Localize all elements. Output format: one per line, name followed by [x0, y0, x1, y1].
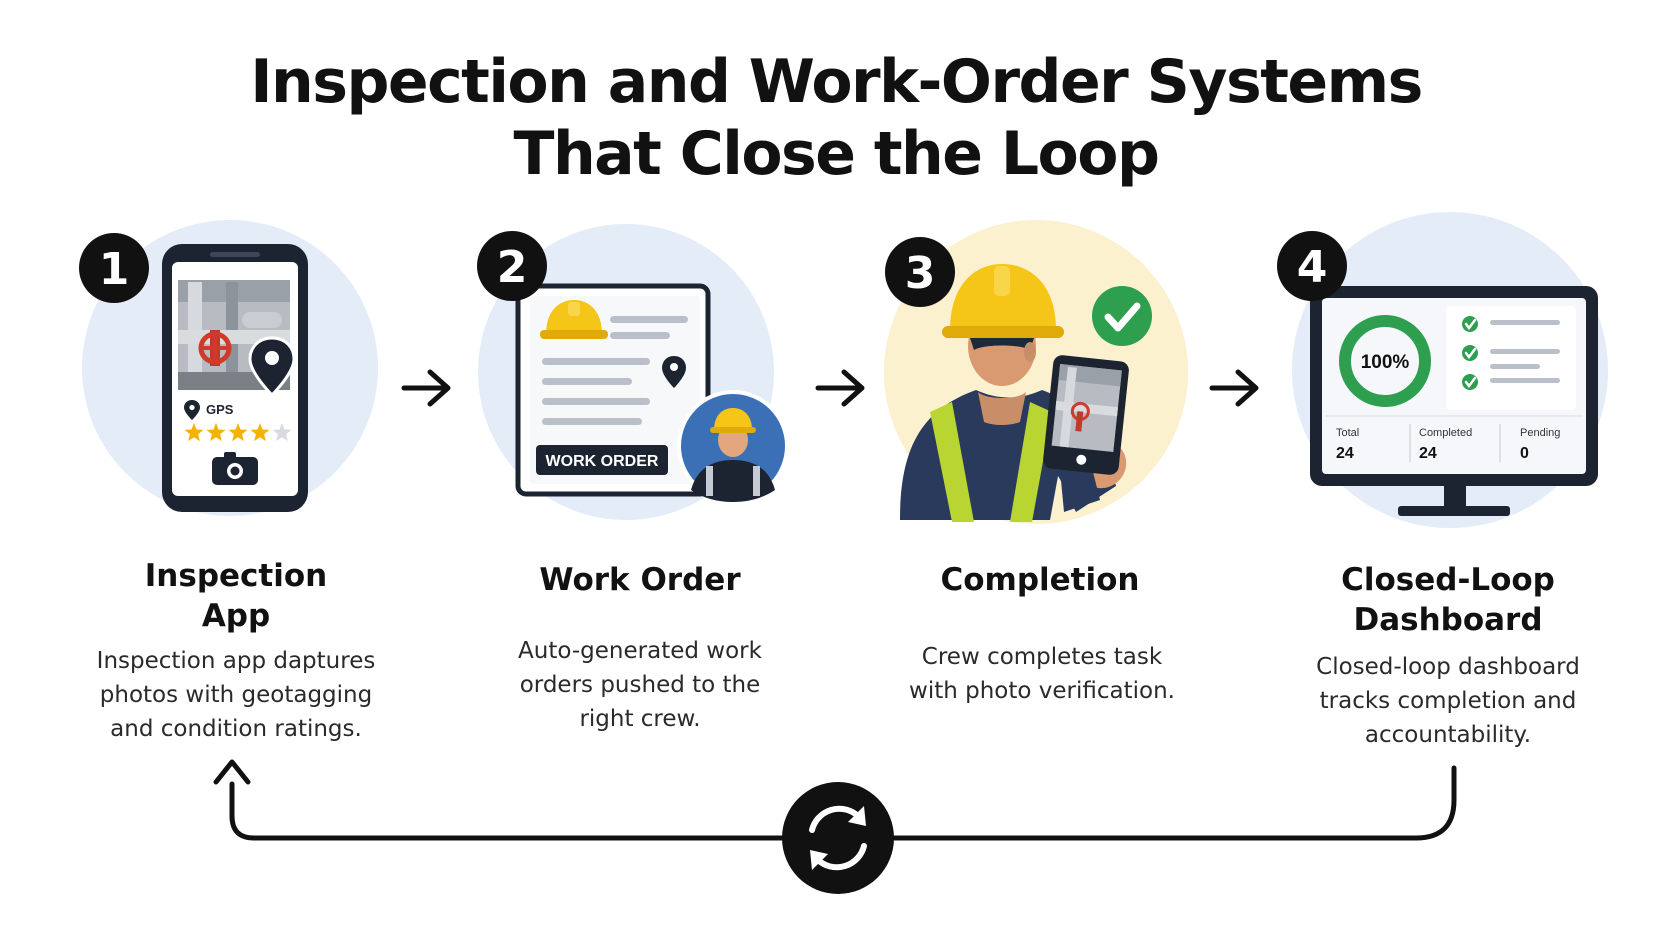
step-3-number: 3	[905, 248, 936, 299]
step-1-description: Inspection app daptures photos with geot…	[96, 648, 376, 742]
gps-label: GPS	[206, 402, 234, 417]
gps-pin-icon	[184, 400, 200, 420]
page-title: Inspection and Work-Order Systems That C…	[0, 46, 1672, 190]
step-1-illustration: GPS 1	[79, 220, 378, 516]
work-order-badge	[536, 445, 668, 475]
stat-completed-label: Completed	[1419, 427, 1472, 439]
hardhat-icon	[540, 300, 608, 339]
stats-row: Total 24 Completed 24 Pending 0	[1325, 415, 1583, 462]
progress-label: 100%	[1361, 352, 1410, 373]
step-4-number: 4	[1297, 242, 1328, 293]
arrow-right-icon	[1209, 369, 1259, 407]
camera-icon	[212, 452, 258, 485]
stat-completed-value: 24	[1419, 445, 1437, 462]
step-2-number-badge	[477, 231, 547, 301]
refresh-icon	[782, 782, 894, 894]
step-1-number-badge	[79, 233, 149, 303]
map-pin-icon	[662, 356, 686, 388]
step-4-title: Closed-Loop Dashboard	[1341, 562, 1555, 638]
stat-pending-label: Pending	[1520, 427, 1560, 439]
condition-rating	[184, 423, 292, 442]
step-2-number: 2	[497, 242, 528, 293]
loop-path	[213, 759, 1457, 841]
checklist	[1446, 306, 1576, 410]
document-icon	[515, 283, 711, 497]
step-2-illustration: WORK ORDER 2	[477, 224, 789, 520]
donut-chart: 100%	[1339, 315, 1431, 407]
star-icon	[250, 423, 270, 442]
step-4-description: Closed-loop dashboard tracks completion …	[1316, 654, 1580, 748]
stat-total-label: Total	[1336, 427, 1359, 439]
star-icon	[206, 423, 226, 442]
step-3-number-badge	[885, 237, 955, 307]
star-icon	[184, 423, 204, 442]
step-2-title: Work Order	[539, 562, 741, 598]
star-icon	[272, 423, 292, 442]
work-order-badge-label: WORK ORDER	[546, 453, 659, 470]
check-icon	[1092, 286, 1152, 346]
step-3-title: Completion	[940, 562, 1140, 598]
stat-total-value: 24	[1336, 445, 1354, 462]
stat-pending-value: 0	[1520, 445, 1529, 462]
step-4-number-badge	[1277, 231, 1347, 301]
crew-avatar	[677, 390, 789, 502]
title-line-1: Inspection and Work-Order Systems	[250, 47, 1423, 117]
step-1-number: 1	[99, 244, 130, 295]
step-3-description: Crew completes task with photo verificat…	[909, 644, 1175, 704]
step-4-illustration: 100% Total 24 Completed 24 Pending 0	[1277, 212, 1608, 528]
map-pin-icon	[248, 336, 296, 398]
valve-photo	[178, 280, 290, 390]
arrow-right-icon	[815, 369, 865, 407]
step-3-illustration: 3	[884, 220, 1188, 524]
step-1-title: Inspection App	[144, 558, 328, 634]
title-line-2: That Close the Loop	[513, 119, 1160, 189]
arrow-right-icon	[401, 369, 451, 407]
star-icon	[228, 423, 248, 442]
step-2-description: Auto-generated work orders pushed to the…	[518, 638, 762, 732]
tablet-icon	[1043, 355, 1129, 475]
